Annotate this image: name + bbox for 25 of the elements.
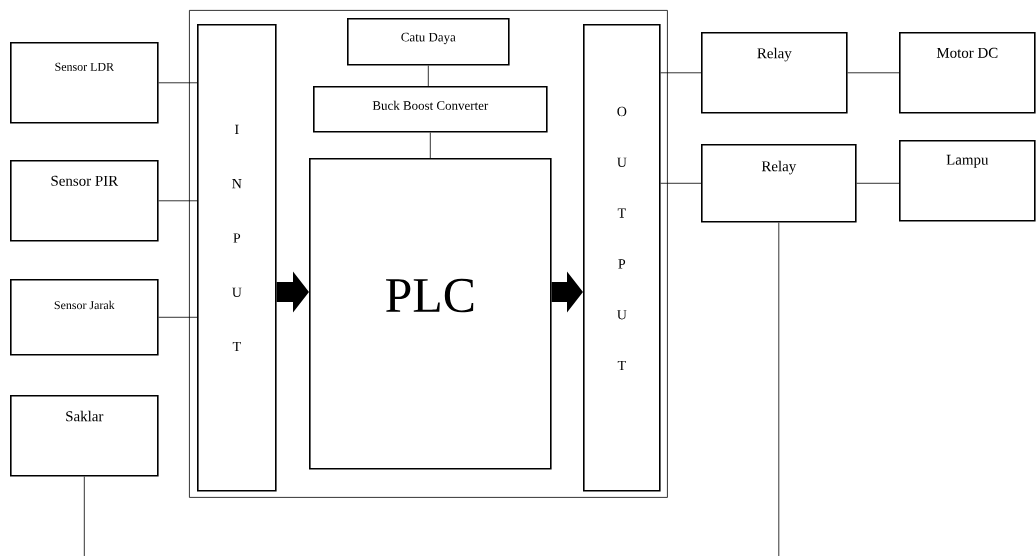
- motor-box: Motor DC: [899, 32, 1036, 114]
- input-box: I N P U T: [197, 24, 277, 492]
- converter-box: Buck Boost Converter: [313, 86, 548, 133]
- connector-line: [427, 65, 429, 87]
- connector-line: [847, 72, 900, 74]
- connector-line: [660, 72, 702, 74]
- power-supply-box: Catu Daya: [347, 18, 510, 66]
- frame: [189, 10, 668, 498]
- lamp-box: Lampu: [899, 140, 1036, 222]
- relay-box: Relay: [701, 144, 857, 223]
- connector-line: [856, 182, 900, 184]
- output-box: O U T P U T: [583, 24, 661, 492]
- sensor-box: Sensor LDR: [10, 42, 159, 124]
- sensor-box: Sensor Jarak: [10, 279, 159, 356]
- relay-box: Relay: [701, 32, 848, 114]
- plc-box: PLC: [309, 158, 552, 470]
- connector-line: [660, 182, 702, 184]
- sensor-box: Sensor PIR: [10, 160, 159, 242]
- connector-line: [429, 132, 431, 159]
- connector-line: [158, 316, 198, 318]
- switch-box: Saklar: [10, 395, 159, 477]
- connector-line: [158, 200, 198, 202]
- connector-line: [158, 82, 198, 84]
- connector-line: [83, 476, 85, 556]
- connector-line: [778, 222, 780, 556]
